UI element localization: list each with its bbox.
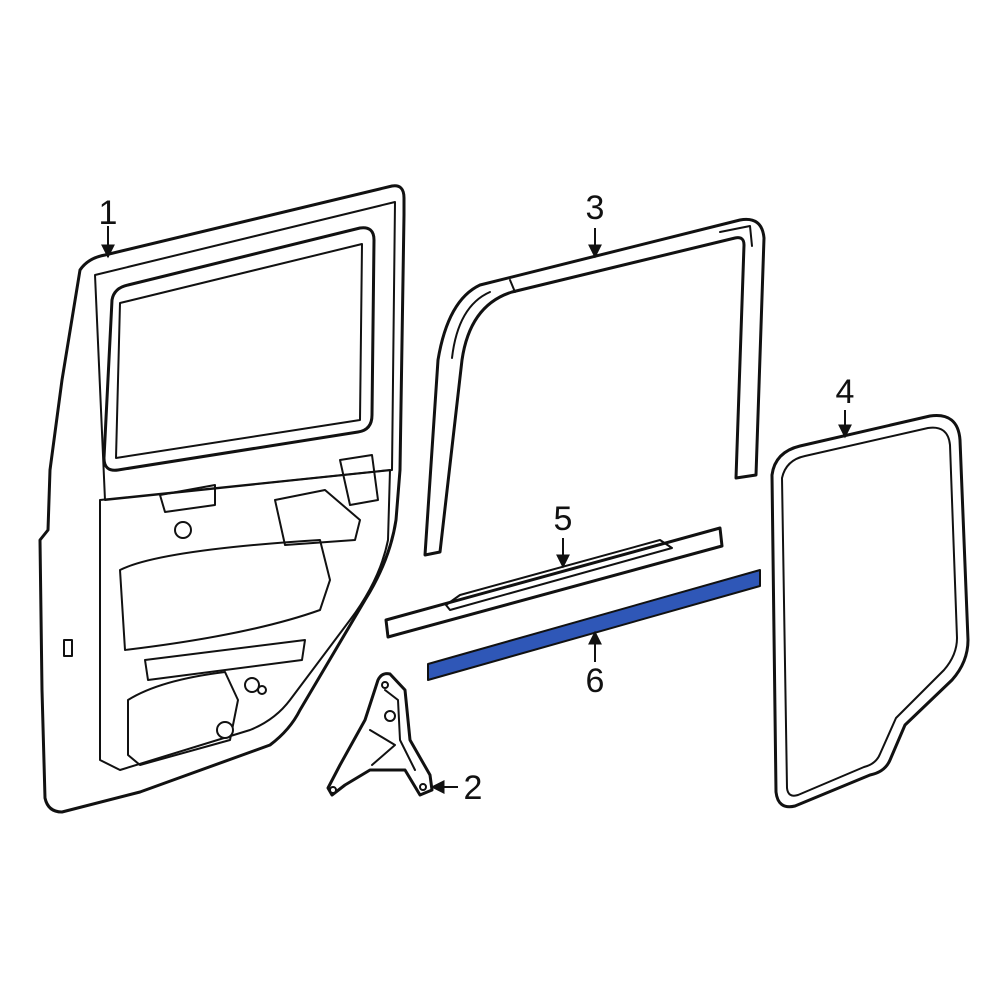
callout-1: 1	[99, 194, 118, 232]
callout-2: 2	[464, 769, 483, 807]
callout-4: 4	[836, 373, 855, 411]
callout-3: 3	[586, 189, 605, 227]
part-6-belt-molding-highlighted[interactable]	[427, 569, 761, 681]
callout-6: 6	[586, 662, 605, 700]
callout-5: 5	[554, 500, 573, 538]
part-5-belt-molding[interactable]	[384, 526, 724, 639]
part-1-door-shell[interactable]	[38, 184, 406, 814]
part-3-window-run[interactable]	[423, 217, 766, 557]
part-2-bracket[interactable]	[326, 672, 434, 797]
part-4-weatherstrip[interactable]	[770, 414, 970, 809]
